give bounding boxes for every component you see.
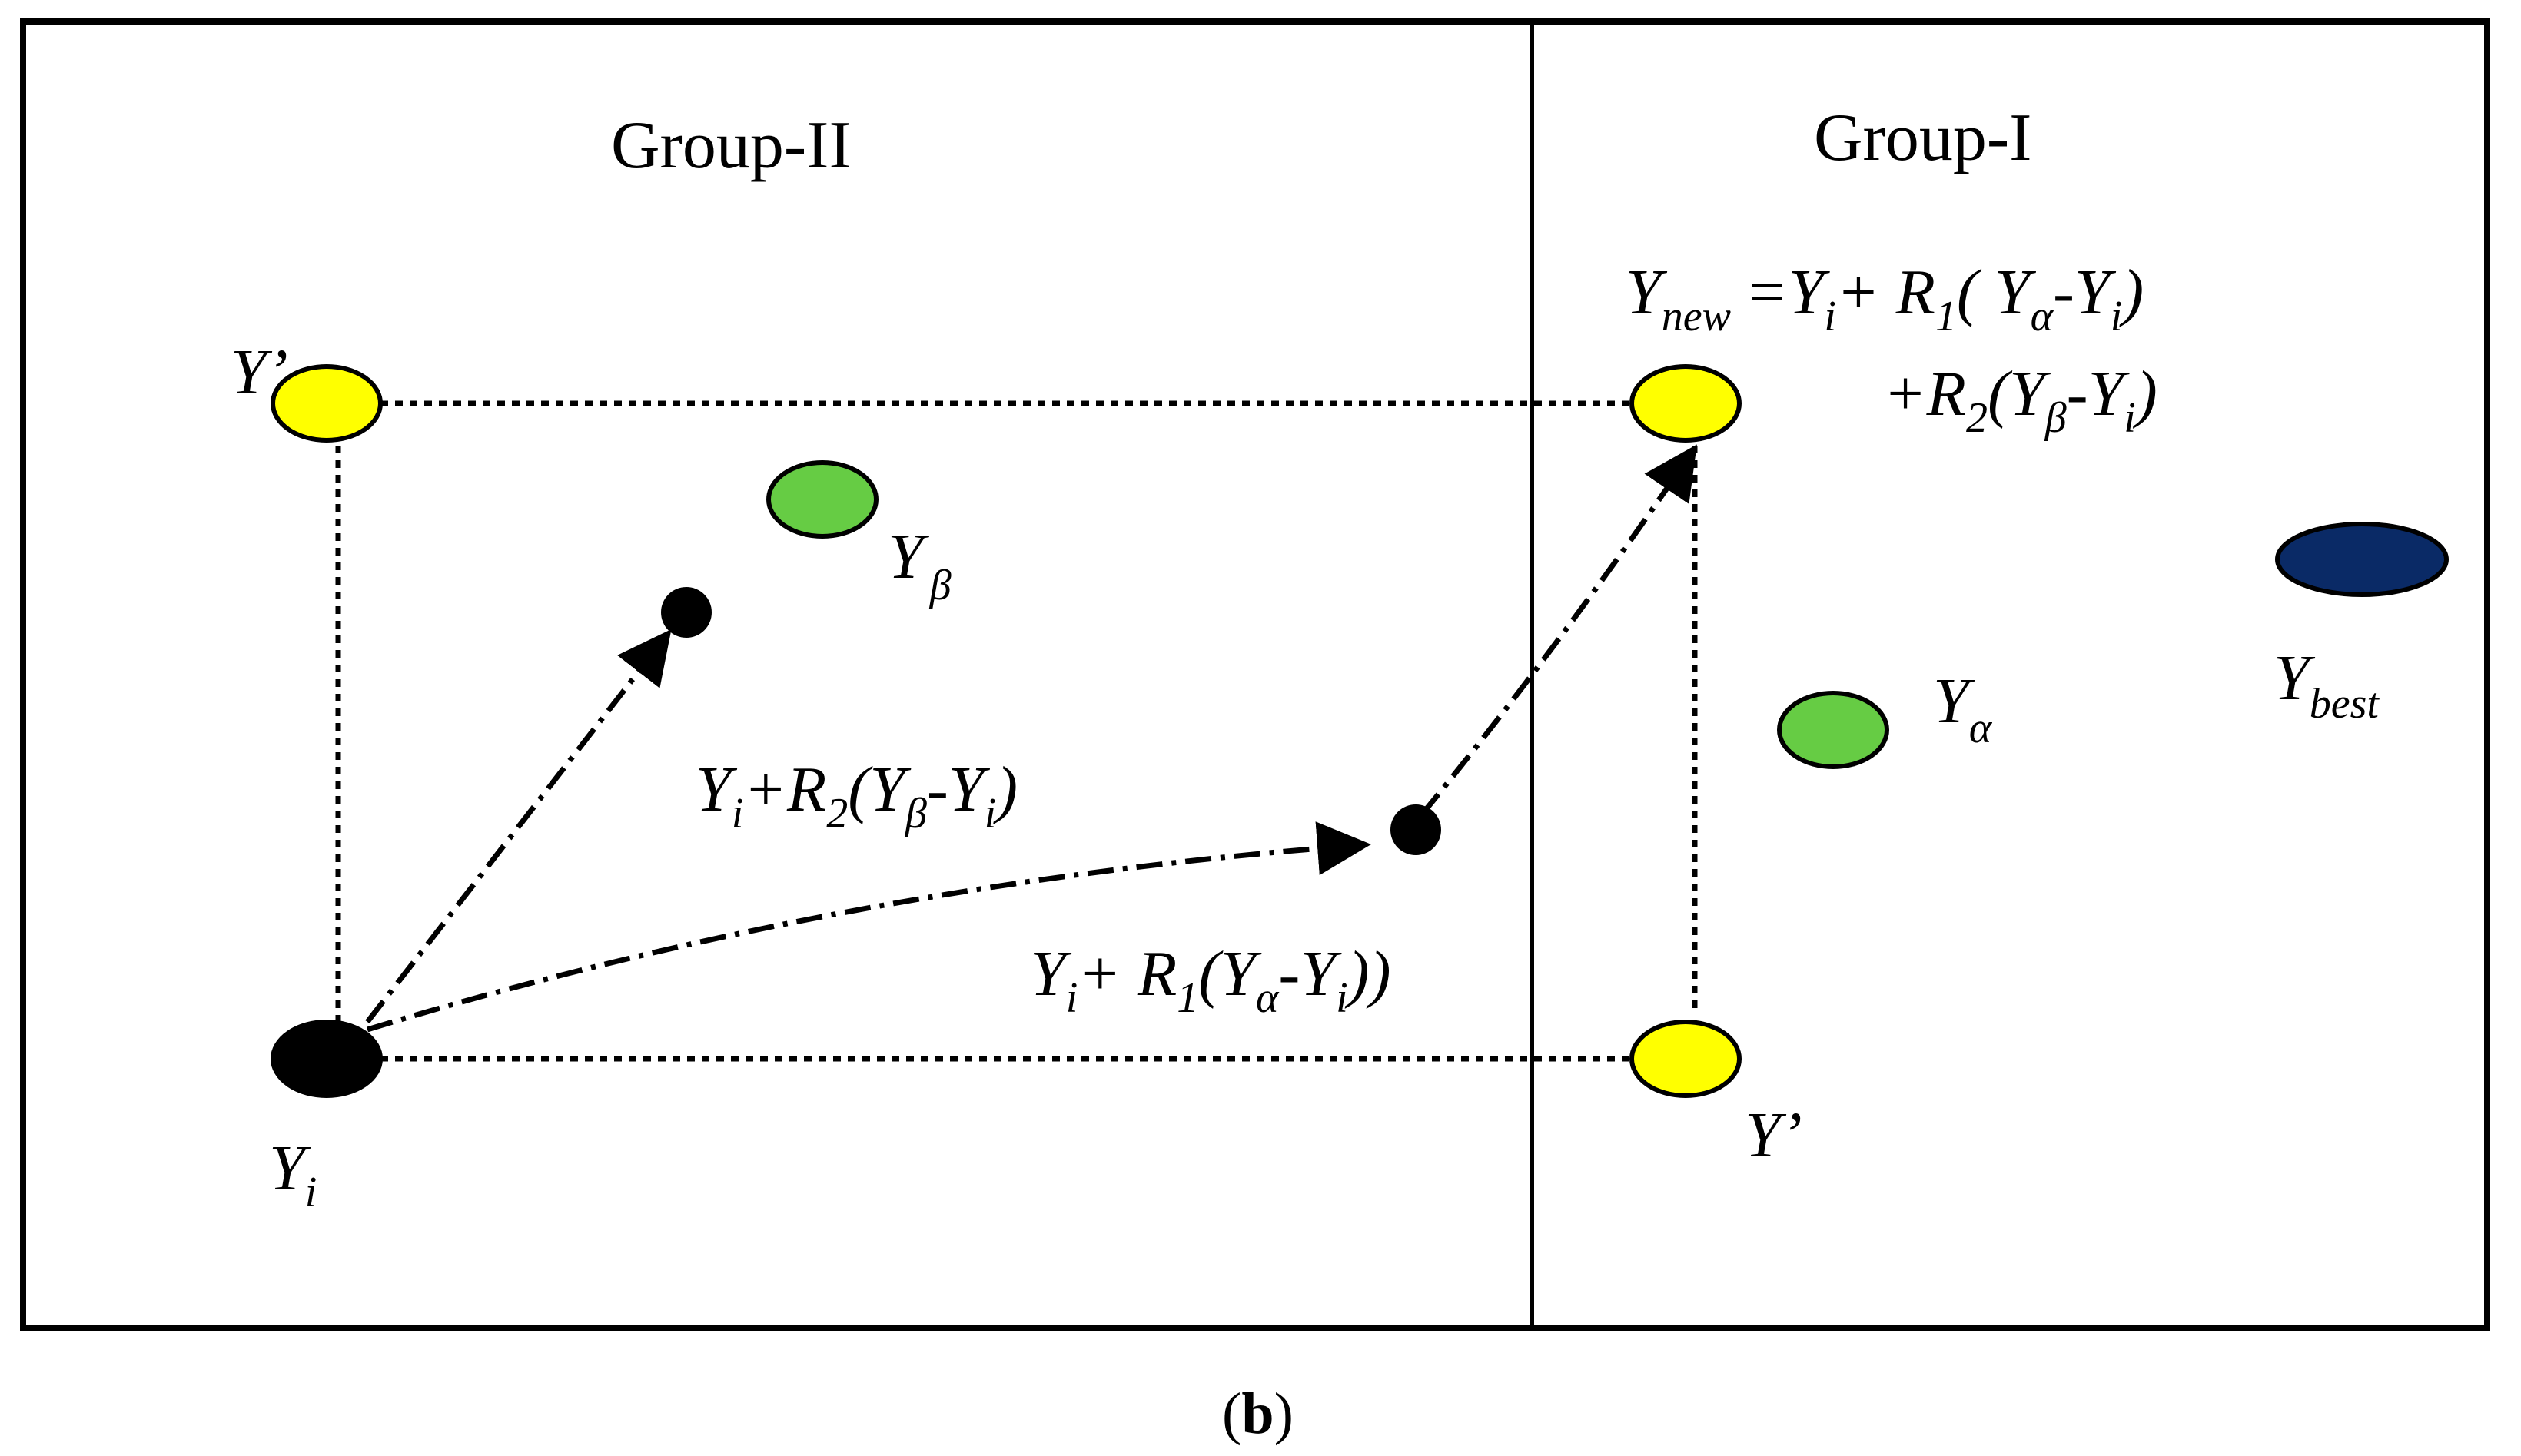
yprime-bottom-label: Y’ [1745,1099,1802,1171]
ybest-label: Ybest [2274,642,2380,728]
group-ii-title: Group-II [611,108,852,183]
dashdot-arrows [365,444,1697,1033]
ynew-equation-line2: +R2(Yβ-Yi) [1883,358,2157,442]
arrow-to-beta-step [365,629,672,1024]
yprime-top-point [271,364,383,443]
yprime-top-label: Y’ [231,337,288,408]
ynew-point [1629,364,1742,443]
alpha-step-dot [1390,804,1441,855]
group-i-title: Group-I [1814,101,2031,175]
outer-frame [20,18,2490,1331]
figure-caption: (b) [1222,1381,1294,1446]
ybeta-point [766,460,879,539]
ynew-equation-line1: Ynew=Yi+ R1( Yα-Yi) [1626,257,2144,340]
yi-label: Yi [269,1133,317,1216]
beta-step-dot [661,587,712,638]
dotted-connector-lines [335,400,1698,1062]
arrow-to-alpha-step [366,821,1371,1033]
yi-point [271,1020,383,1098]
yalpha-label: Yα [1933,665,1993,752]
beta-step-expression: Yi+R2(Yβ-Yi) [696,754,1018,837]
yalpha-point [1777,691,1889,769]
arrow-to-ynew [1420,444,1697,817]
yprime-bottom-point [1629,1020,1742,1098]
alpha-step-expression: Yi+ R1(Yα-Yi)) [1030,938,1391,1022]
ybest-point [2275,522,2449,597]
